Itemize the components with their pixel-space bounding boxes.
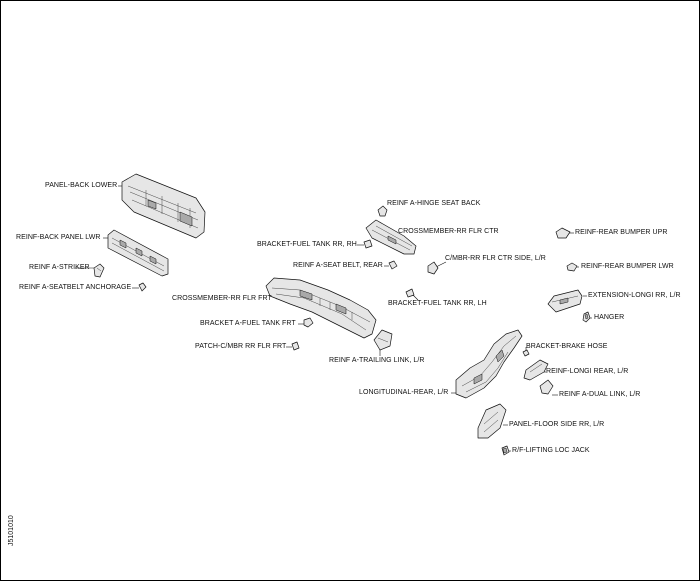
reinf-a-striker-part — [93, 263, 105, 278]
reinf-a-dual-link-part — [539, 379, 554, 395]
label-crossmember-rr-flr-ctr: CROSSMEMBER-RR FLR CTR — [398, 228, 499, 235]
bracket-brake-hose-part — [522, 349, 530, 357]
reinf-a-seat-belt-rear-part — [388, 260, 398, 270]
bracket-a-fuel-tank-frt-part — [303, 317, 314, 328]
label-reinf-rear-bumper-lwr: REINF-REAR BUMPER LWR — [581, 263, 674, 270]
label-reinf-a-hinge-seat-back: REINF A-HINGE SEAT BACK — [387, 200, 481, 207]
reinf-back-panel-lwr-part — [107, 229, 169, 277]
label-bracket-fuel-tank-rr-rh: BRACKET-FUEL TANK RR, RH — [257, 241, 357, 248]
label-reinf-a-trailing-link: REINF A-TRAILING LINK, L/R — [329, 357, 425, 364]
label-reinf-rear-bumper-upr: REINF-REAR BUMPER UPR — [575, 229, 668, 236]
label-reinf-longi-rear: REINF-LONGI REAR, L/R — [546, 368, 629, 375]
reinf-longi-rear-part — [523, 359, 549, 381]
label-reinf-a-dual-link: REINF A-DUAL LINK, L/R — [559, 391, 641, 398]
label-reinf-a-seatbelt-anchorage: REINF A-SEATBELT ANCHORAGE — [19, 284, 132, 291]
label-reinf-a-seat-belt-rear: REINF A-SEAT BELT, REAR — [293, 262, 383, 269]
crossmember-rr-flr-ctr-part — [365, 219, 417, 255]
longitudinal-rear-part — [455, 329, 523, 399]
label-longitudinal-rear: LONGITUDINAL-REAR, L/R — [359, 389, 449, 396]
label-reinf-back-panel-lwr: REINF-BACK PANEL LWR — [16, 234, 101, 241]
label-reinf-a-striker: REINF A-STRIKER — [29, 264, 90, 271]
label-bracket-a-fuel-tank-frt: BRACKET A-FUEL TANK FRT — [200, 320, 296, 327]
extension-longi-rr-part — [547, 289, 583, 313]
panel-back-lower-part — [121, 173, 206, 239]
reinf-a-trailing-link-part — [373, 329, 393, 351]
reinf-rear-bumper-lwr-part — [566, 262, 578, 272]
patch-c-mbr-rr-flr-frt-part — [291, 341, 300, 351]
figure-code: J5101010 — [8, 515, 15, 546]
reinf-rear-bumper-upr-part — [555, 227, 571, 239]
label-hanger: HANGER — [594, 314, 625, 321]
label-crossmember-rr-flr-frt: CROSSMEMBER-RR FLR FRT — [172, 295, 272, 302]
rf-lifting-loc-jack-part — [501, 445, 510, 456]
label-extension-longi-rr: EXTENSION-LONGI RR, L/R — [588, 292, 681, 299]
label-rf-lifting-loc-jack: R/F-LIFTING LOC JACK — [512, 447, 590, 454]
hanger-part — [582, 311, 591, 323]
bracket-fuel-tank-rr-rh-part — [363, 239, 373, 249]
label-panel-back-lower: PANEL-BACK LOWER — [45, 182, 118, 189]
bracket-fuel-tank-rr-lh-part — [405, 288, 415, 298]
c-mbr-rr-flr-ctr-side-part — [427, 261, 439, 275]
label-bracket-brake-hose: BRACKET-BRAKE HOSE — [526, 343, 608, 350]
label-c-mbr-rr-flr-ctr-side: C/MBR-RR FLR CTR SIDE, L/R — [445, 255, 546, 262]
reinf-a-seatbelt-anchorage-part — [138, 282, 147, 292]
reinf-a-hinge-seat-back-part — [377, 205, 388, 217]
crossmember-rr-flr-frt-part — [265, 277, 377, 339]
label-patch-c-mbr-rr-flr-frt: PATCH-C/MBR RR FLR FRT — [195, 343, 287, 350]
label-bracket-fuel-tank-rr-lh: BRACKET-FUEL TANK RR, LH — [388, 300, 487, 307]
label-panel-floor-side-rr: PANEL-FLOOR SIDE RR, L/R — [509, 421, 605, 428]
panel-floor-side-rr-part — [477, 403, 507, 439]
